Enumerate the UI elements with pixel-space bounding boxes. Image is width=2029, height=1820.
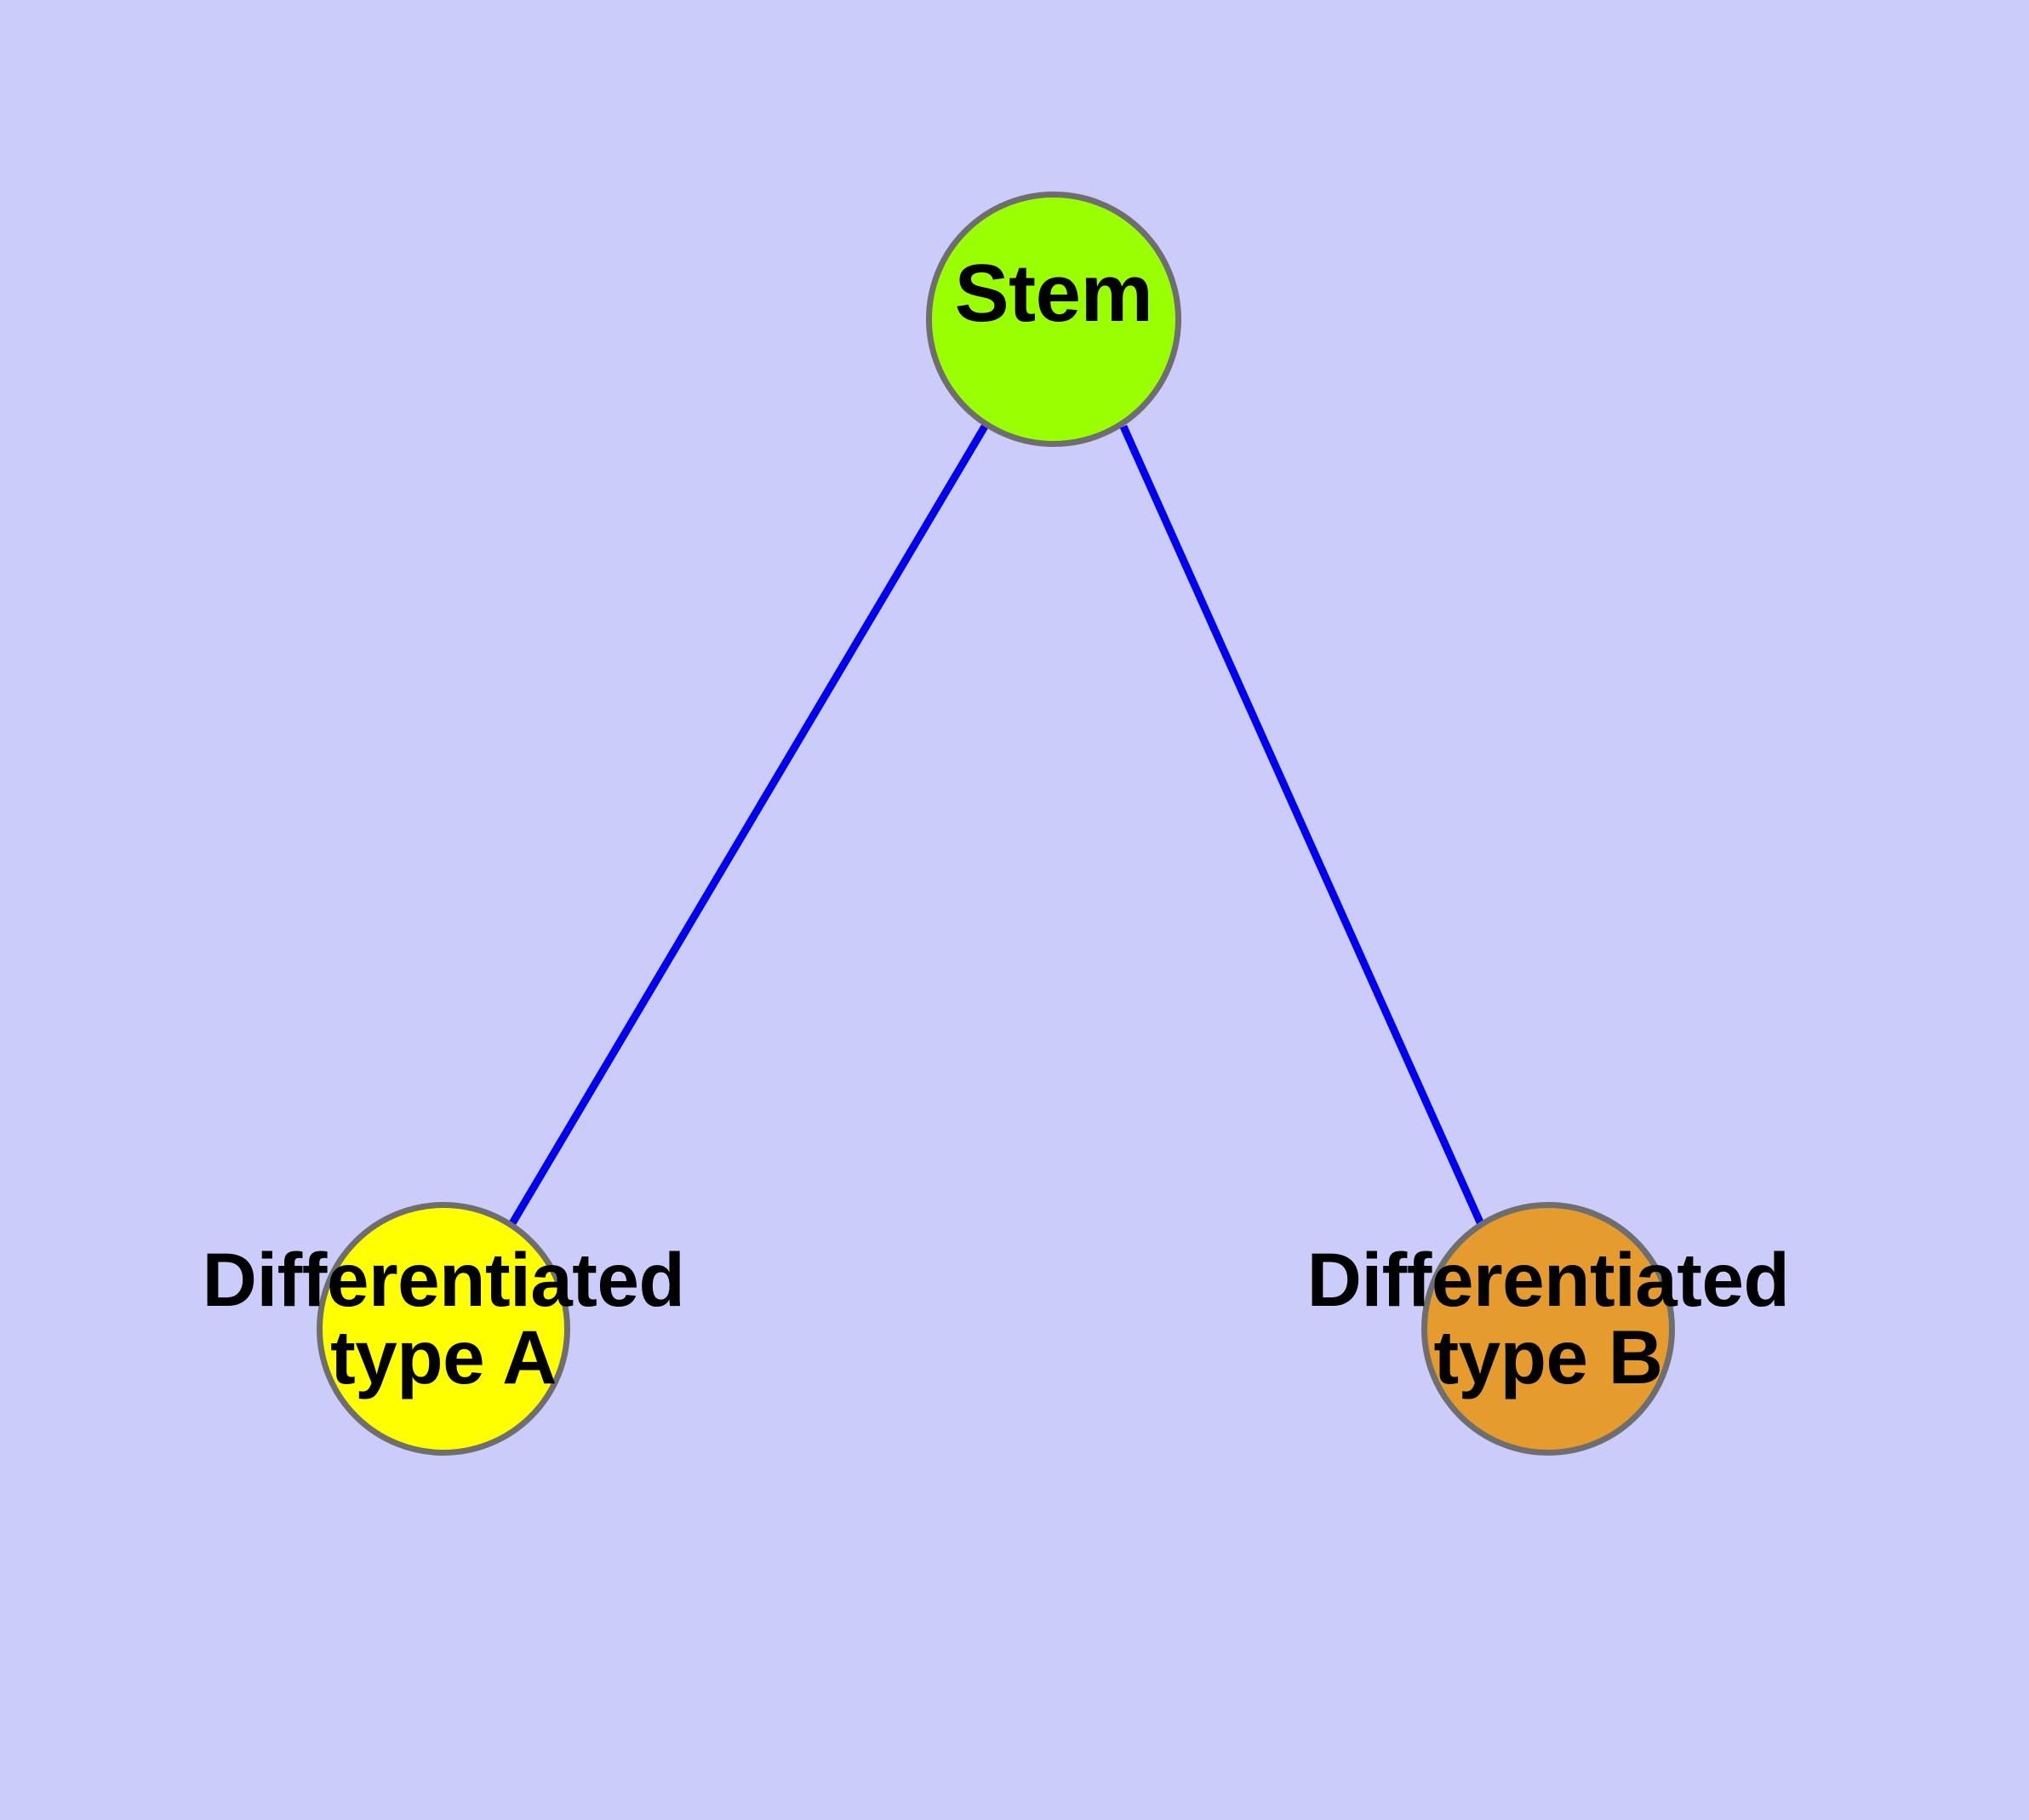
node-differentiated-type-a[interactable] (317, 1202, 570, 1456)
edge-stem-to-differentiated-type-b (1119, 425, 1485, 1226)
node-differentiated-type-b[interactable] (1421, 1202, 1675, 1456)
edge-stem-to-differentiated-type-a (509, 424, 988, 1226)
node-stem[interactable] (926, 192, 1181, 447)
